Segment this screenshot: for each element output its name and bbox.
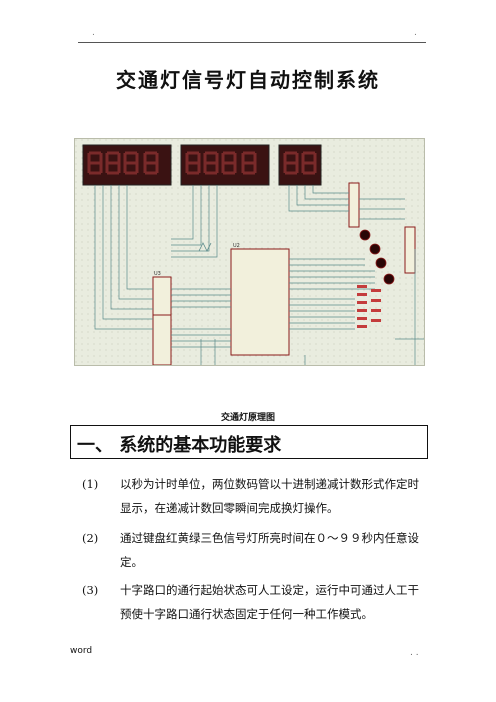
list-item-number: (3): [82, 583, 99, 597]
header-mark-left: .: [92, 28, 95, 38]
footer-label: word: [70, 646, 93, 656]
list-item-number: (1): [82, 477, 99, 491]
figure-caption: 交通灯原理图: [220, 413, 275, 423]
circuit-schematic-image: U3 U2 U4: [75, 139, 424, 365]
document-title: 交通灯信号灯自动控制系统: [116, 68, 380, 92]
list-item-number: (2): [82, 531, 99, 545]
section-heading-box: 一、 系统的基本功能要求: [70, 425, 428, 459]
list-item-text: 以秒为计时单位，两位数码管以十进制递减计数形式作定时显示，在递减计数回零瞬间完成…: [120, 477, 419, 515]
list-item-text: 通过键盘红黄绿三色信号灯所亮时间在０～９９秒内任意设定。: [120, 531, 419, 569]
chip-u2-label: U2: [233, 243, 240, 249]
chip-u3-label: U3: [154, 271, 161, 277]
header-mark-right: .: [414, 28, 417, 38]
schematic-figure: U3 U2 U4: [74, 138, 425, 366]
list-item-text: 十字路口的通行起始状态可人工设定，运行中可通过人工干预使十字路口通行状态固定于任…: [120, 583, 419, 621]
section-heading: 一、 系统的基本功能要求: [77, 435, 282, 456]
footer-page-marks: . .: [410, 648, 419, 658]
header-rule: [78, 42, 426, 43]
